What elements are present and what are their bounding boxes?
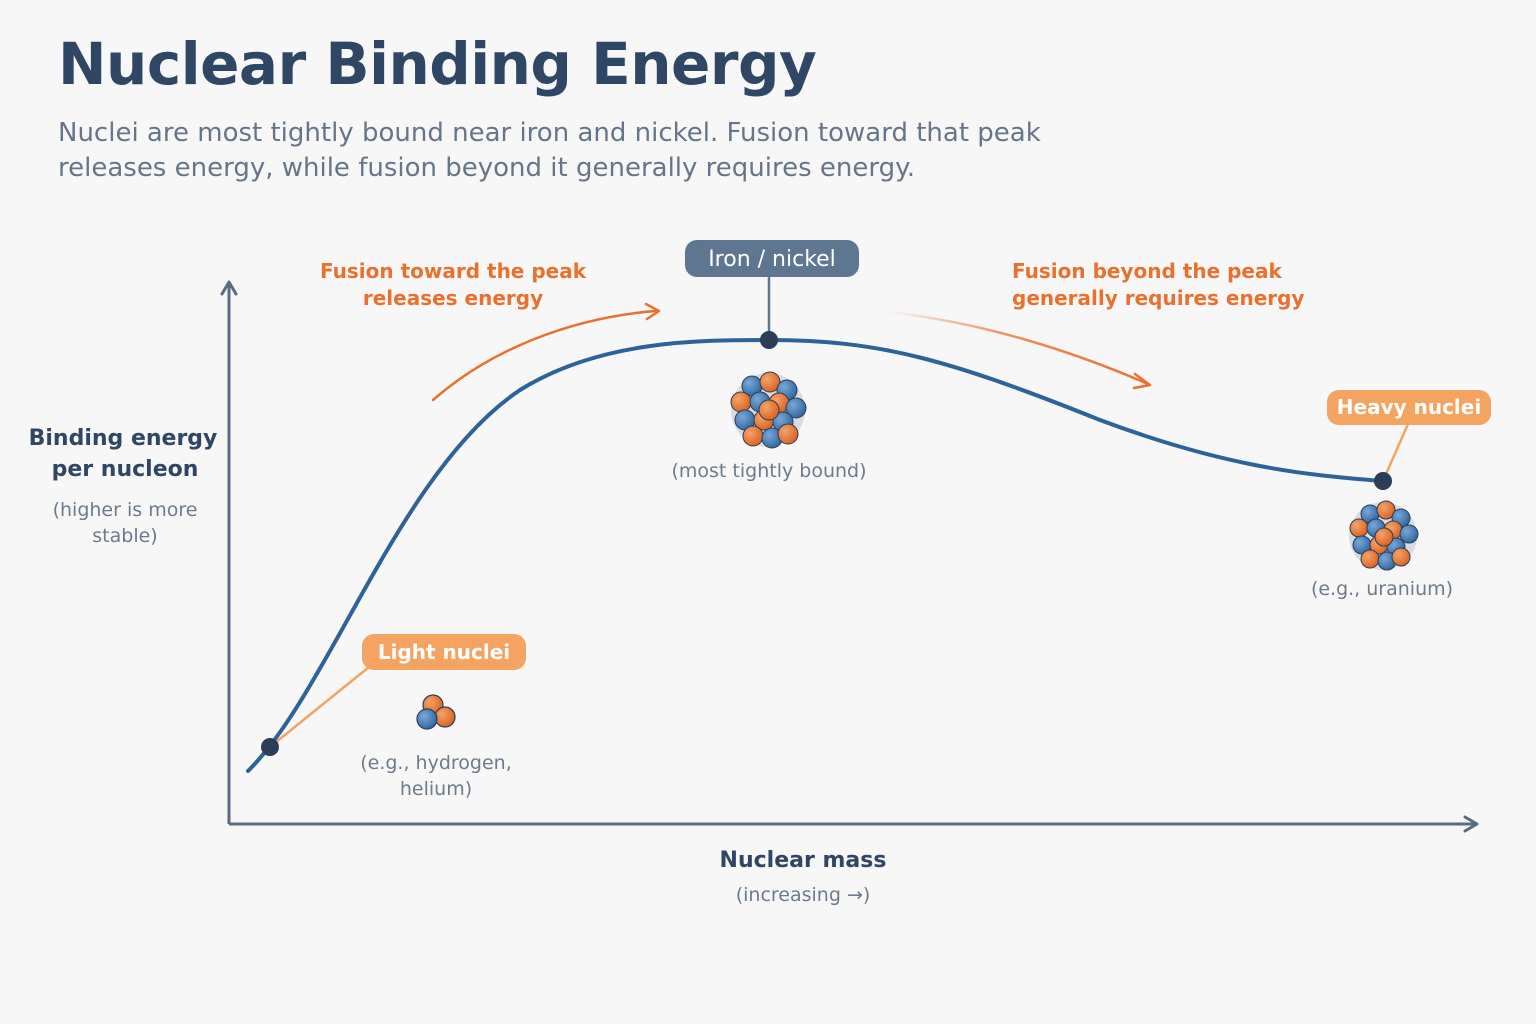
peak-group: Iron / nickel (most tightly bound): [671, 240, 867, 482]
y-axis-arrowhead: [220, 280, 238, 296]
y-axis-title-line1: Binding energy: [29, 426, 218, 451]
heavy-nuclei-point: [1374, 472, 1392, 490]
peak-note: (most tightly bound): [671, 460, 866, 482]
light-nuclei-note-line1: (e.g., hydrogen,: [360, 752, 512, 774]
fusion-toward-peak-arrow: Fusion toward the peak releases energy: [320, 259, 661, 402]
light-nuclei-note-line2: helium): [400, 778, 472, 800]
y-axis-note-line2: stable): [92, 525, 157, 547]
heavy-nuclei-group: Heavy nuclei (e.g., uranium): [1311, 390, 1491, 600]
uranium-nucleus-icon: [1349, 500, 1419, 571]
binding-energy-curve: [246, 337, 1385, 773]
heavy-nuclei-leader: [1381, 423, 1410, 482]
y-axis-label: Binding energy per nucleon (higher is mo…: [29, 426, 218, 547]
iron-nucleus-icon: [730, 371, 807, 449]
x-axis-note: (increasing →): [736, 884, 871, 906]
y-axis-note-line1: (higher is more: [53, 499, 198, 521]
page-title: Nuclear Binding Energy: [58, 30, 817, 98]
x-axis-label: Nuclear mass (increasing →): [720, 848, 887, 906]
y-axis-title-line2: per nucleon: [52, 457, 199, 482]
right-arrow-head: [1132, 372, 1152, 390]
left-arrow-label-line2: releases energy: [363, 286, 543, 310]
right-arrow-line: [886, 310, 1150, 386]
left-arrow-label-line1: Fusion toward the peak: [320, 259, 587, 283]
page-subtitle: Nuclei are most tightly bound near iron …: [58, 118, 1041, 183]
x-axis-title: Nuclear mass: [720, 848, 887, 873]
light-nuclei-group: Light nuclei (e.g., hydrogen, helium): [261, 634, 526, 800]
left-arrow-line: [431, 309, 657, 402]
heavy-nuclei-badge-label: Heavy nuclei: [1337, 395, 1481, 419]
x-axis-arrowhead: [1463, 815, 1479, 833]
light-nucleus-icon: [416, 694, 456, 730]
light-nuclei-point: [261, 738, 279, 756]
light-nuclei-badge: [362, 634, 526, 670]
heavy-nuclei-badge: [1327, 390, 1491, 425]
heavy-nuclei-note: (e.g., uranium): [1311, 578, 1453, 600]
axes: [220, 280, 1479, 833]
peak-badge-label: Iron / nickel: [708, 247, 836, 272]
light-nuclei-leader: [269, 666, 370, 748]
light-nuclei-badge-label: Light nuclei: [378, 640, 510, 664]
peak-point: [760, 331, 778, 349]
right-arrow-label-line2: generally requires energy: [1012, 286, 1304, 310]
left-arrow-head: [644, 302, 661, 321]
fusion-beyond-peak-arrow: Fusion beyond the peak generally require…: [886, 259, 1304, 390]
peak-badge: [685, 240, 859, 277]
right-arrow-label-line1: Fusion beyond the peak: [1012, 259, 1282, 283]
